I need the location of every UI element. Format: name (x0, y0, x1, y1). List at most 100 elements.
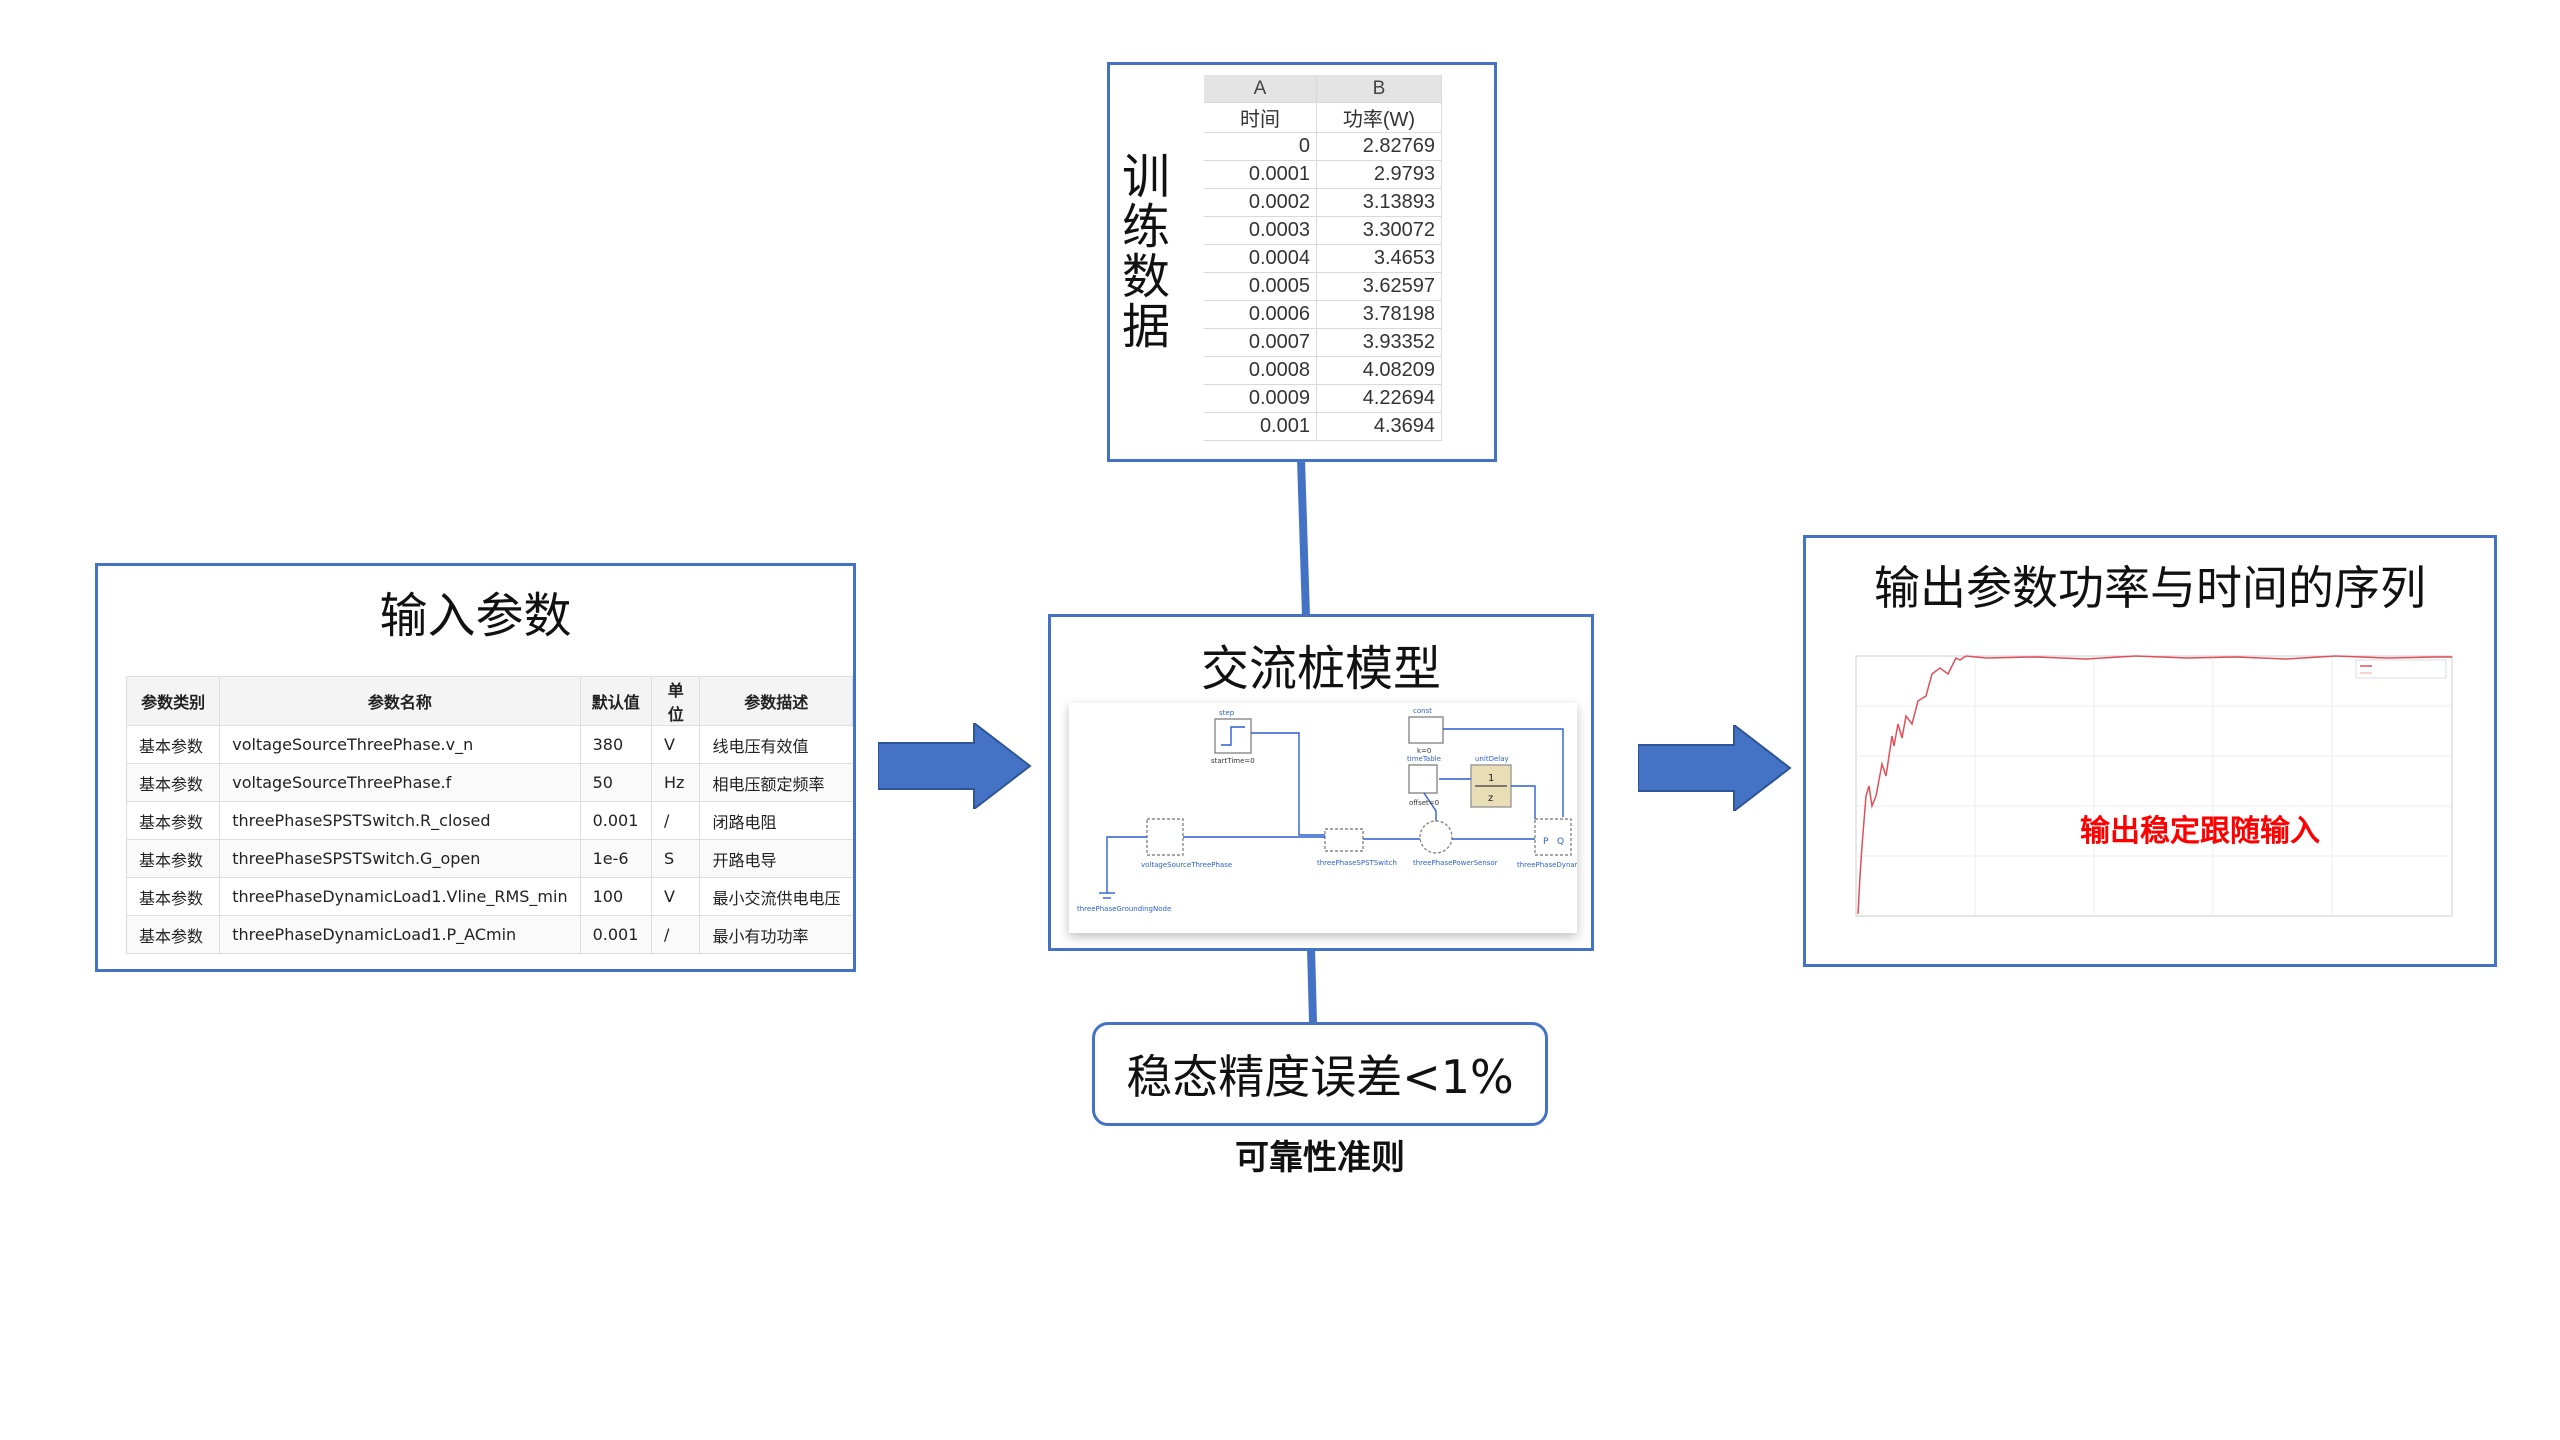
param-col-unit: 单位 (650, 676, 701, 726)
timetable-param: offset=0 (1409, 799, 1439, 807)
param-name: threePhaseDynamicLoad1.Vline_RMS_min (219, 877, 581, 916)
training-data-title: 训练数据 (1113, 151, 1169, 351)
timetable-block (1408, 764, 1438, 794)
load-q-port: Q (1557, 837, 1564, 847)
const-block (1408, 716, 1444, 744)
param-desc: 最小交流供电电压 (699, 877, 853, 916)
param-default: 380 (579, 725, 652, 764)
sheet-cell-power: 4.22694 (1316, 384, 1442, 413)
input-params-title: 输入参数 (379, 588, 572, 644)
source-label: voltageSourceThreePhase (1141, 861, 1232, 869)
param-unit: V (650, 877, 700, 916)
output-power-curve (1857, 655, 2452, 915)
param-desc: 相电压额定频率 (699, 763, 853, 802)
sheet-cell-time: 0.0001 (1204, 160, 1317, 189)
criterion-box: 稳态精度误差<1% (1092, 1022, 1548, 1126)
sheet-cell-power: 3.78198 (1316, 300, 1442, 329)
param-unit: Hz (650, 763, 700, 802)
sheet-cell-power: 2.82769 (1316, 132, 1442, 161)
sheet-cell-time: 0.0009 (1204, 384, 1317, 413)
param-name: voltageSourceThreePhase.v_n (219, 725, 581, 764)
param-default: 100 (579, 877, 652, 916)
sheet-cell-power: 2.9793 (1316, 160, 1442, 189)
param-name: threePhaseSPSTSwitch.G_open (219, 839, 581, 878)
sheet-cell-time: 0.0002 (1204, 188, 1317, 217)
sheet-cell-time: 0.0006 (1204, 300, 1317, 329)
const-label: const (1413, 707, 1432, 715)
unitdelay-num: 1 (1488, 773, 1494, 784)
param-desc: 最小有功功率 (699, 915, 853, 954)
load-block (1534, 818, 1572, 856)
arrow-input-to-model (878, 723, 1034, 809)
step-param: startTime=0 (1211, 757, 1255, 765)
param-col-name: 参数名称 (219, 676, 581, 726)
param-col-desc: 参数描述 (699, 676, 853, 726)
timetable-label: timeTable (1407, 755, 1441, 763)
param-default: 1e-6 (579, 839, 652, 878)
arrow-model-to-output (1638, 725, 1794, 811)
sheet-cell-power: 3.62597 (1316, 272, 1442, 301)
load-label: threePhaseDynamicLoad (1517, 861, 1577, 869)
param-default: 0.001 (579, 915, 652, 954)
param-default: 0.001 (579, 801, 652, 840)
sheet-cell-time: 0.0005 (1204, 272, 1317, 301)
sheet-cell-power: 3.93352 (1316, 328, 1442, 357)
step-label: step (1219, 709, 1235, 717)
sheet-header-time: 时间 (1204, 102, 1317, 133)
param-unit: S (650, 839, 700, 878)
const-param: k=0 (1417, 747, 1431, 755)
sheet-col-b: B (1316, 75, 1442, 103)
output-box: 输出参数功率与时间的序列 输出稳定跟随输入 (1803, 535, 2497, 967)
sheet-cell-time: 0.0003 (1204, 216, 1317, 245)
unitdelay-label: unitDelay (1475, 755, 1509, 763)
connector-training-to-model (1297, 458, 1310, 617)
param-col-default: 默认值 (579, 676, 653, 726)
output-chart (1855, 655, 2453, 917)
load-p-port: P (1543, 837, 1549, 847)
sheet-cell-time: 0 (1204, 132, 1317, 161)
param-name: threePhaseSPSTSwitch.R_closed (219, 801, 581, 840)
param-unit: V (650, 725, 700, 764)
sheet-cell-time: 0.001 (1204, 412, 1317, 441)
param-desc: 线电压有效值 (699, 725, 853, 764)
param-default: 50 (579, 763, 652, 802)
output-annotation: 输出稳定跟随输入 (2080, 814, 2320, 849)
sheet-cell-power: 3.4653 (1316, 244, 1442, 273)
param-col-category: 参数类别 (125, 676, 221, 726)
param-desc: 开路电导 (699, 839, 853, 878)
output-title: 输出参数功率与时间的序列 (1874, 561, 2426, 615)
switch-label: threePhaseSPSTSwitch (1317, 859, 1397, 867)
step-block (1214, 718, 1252, 754)
param-category: 基本参数 (125, 763, 220, 802)
param-name: voltageSourceThreePhase.f (219, 763, 581, 802)
model-title: 交流桩模型 (1200, 641, 1441, 697)
param-name: threePhaseDynamicLoad1.P_ACmin (219, 915, 581, 954)
sheet-cell-time: 0.0007 (1204, 328, 1317, 357)
param-category: 基本参数 (125, 801, 220, 840)
sensor-block (1419, 820, 1453, 854)
sheet-cell-power: 3.13893 (1316, 188, 1442, 217)
param-category: 基本参数 (125, 839, 220, 878)
criterion-caption: 可靠性准则 (1235, 1138, 1405, 1178)
sheet-cell-time: 0.0004 (1204, 244, 1317, 273)
unitdelay-den: z (1488, 793, 1493, 804)
